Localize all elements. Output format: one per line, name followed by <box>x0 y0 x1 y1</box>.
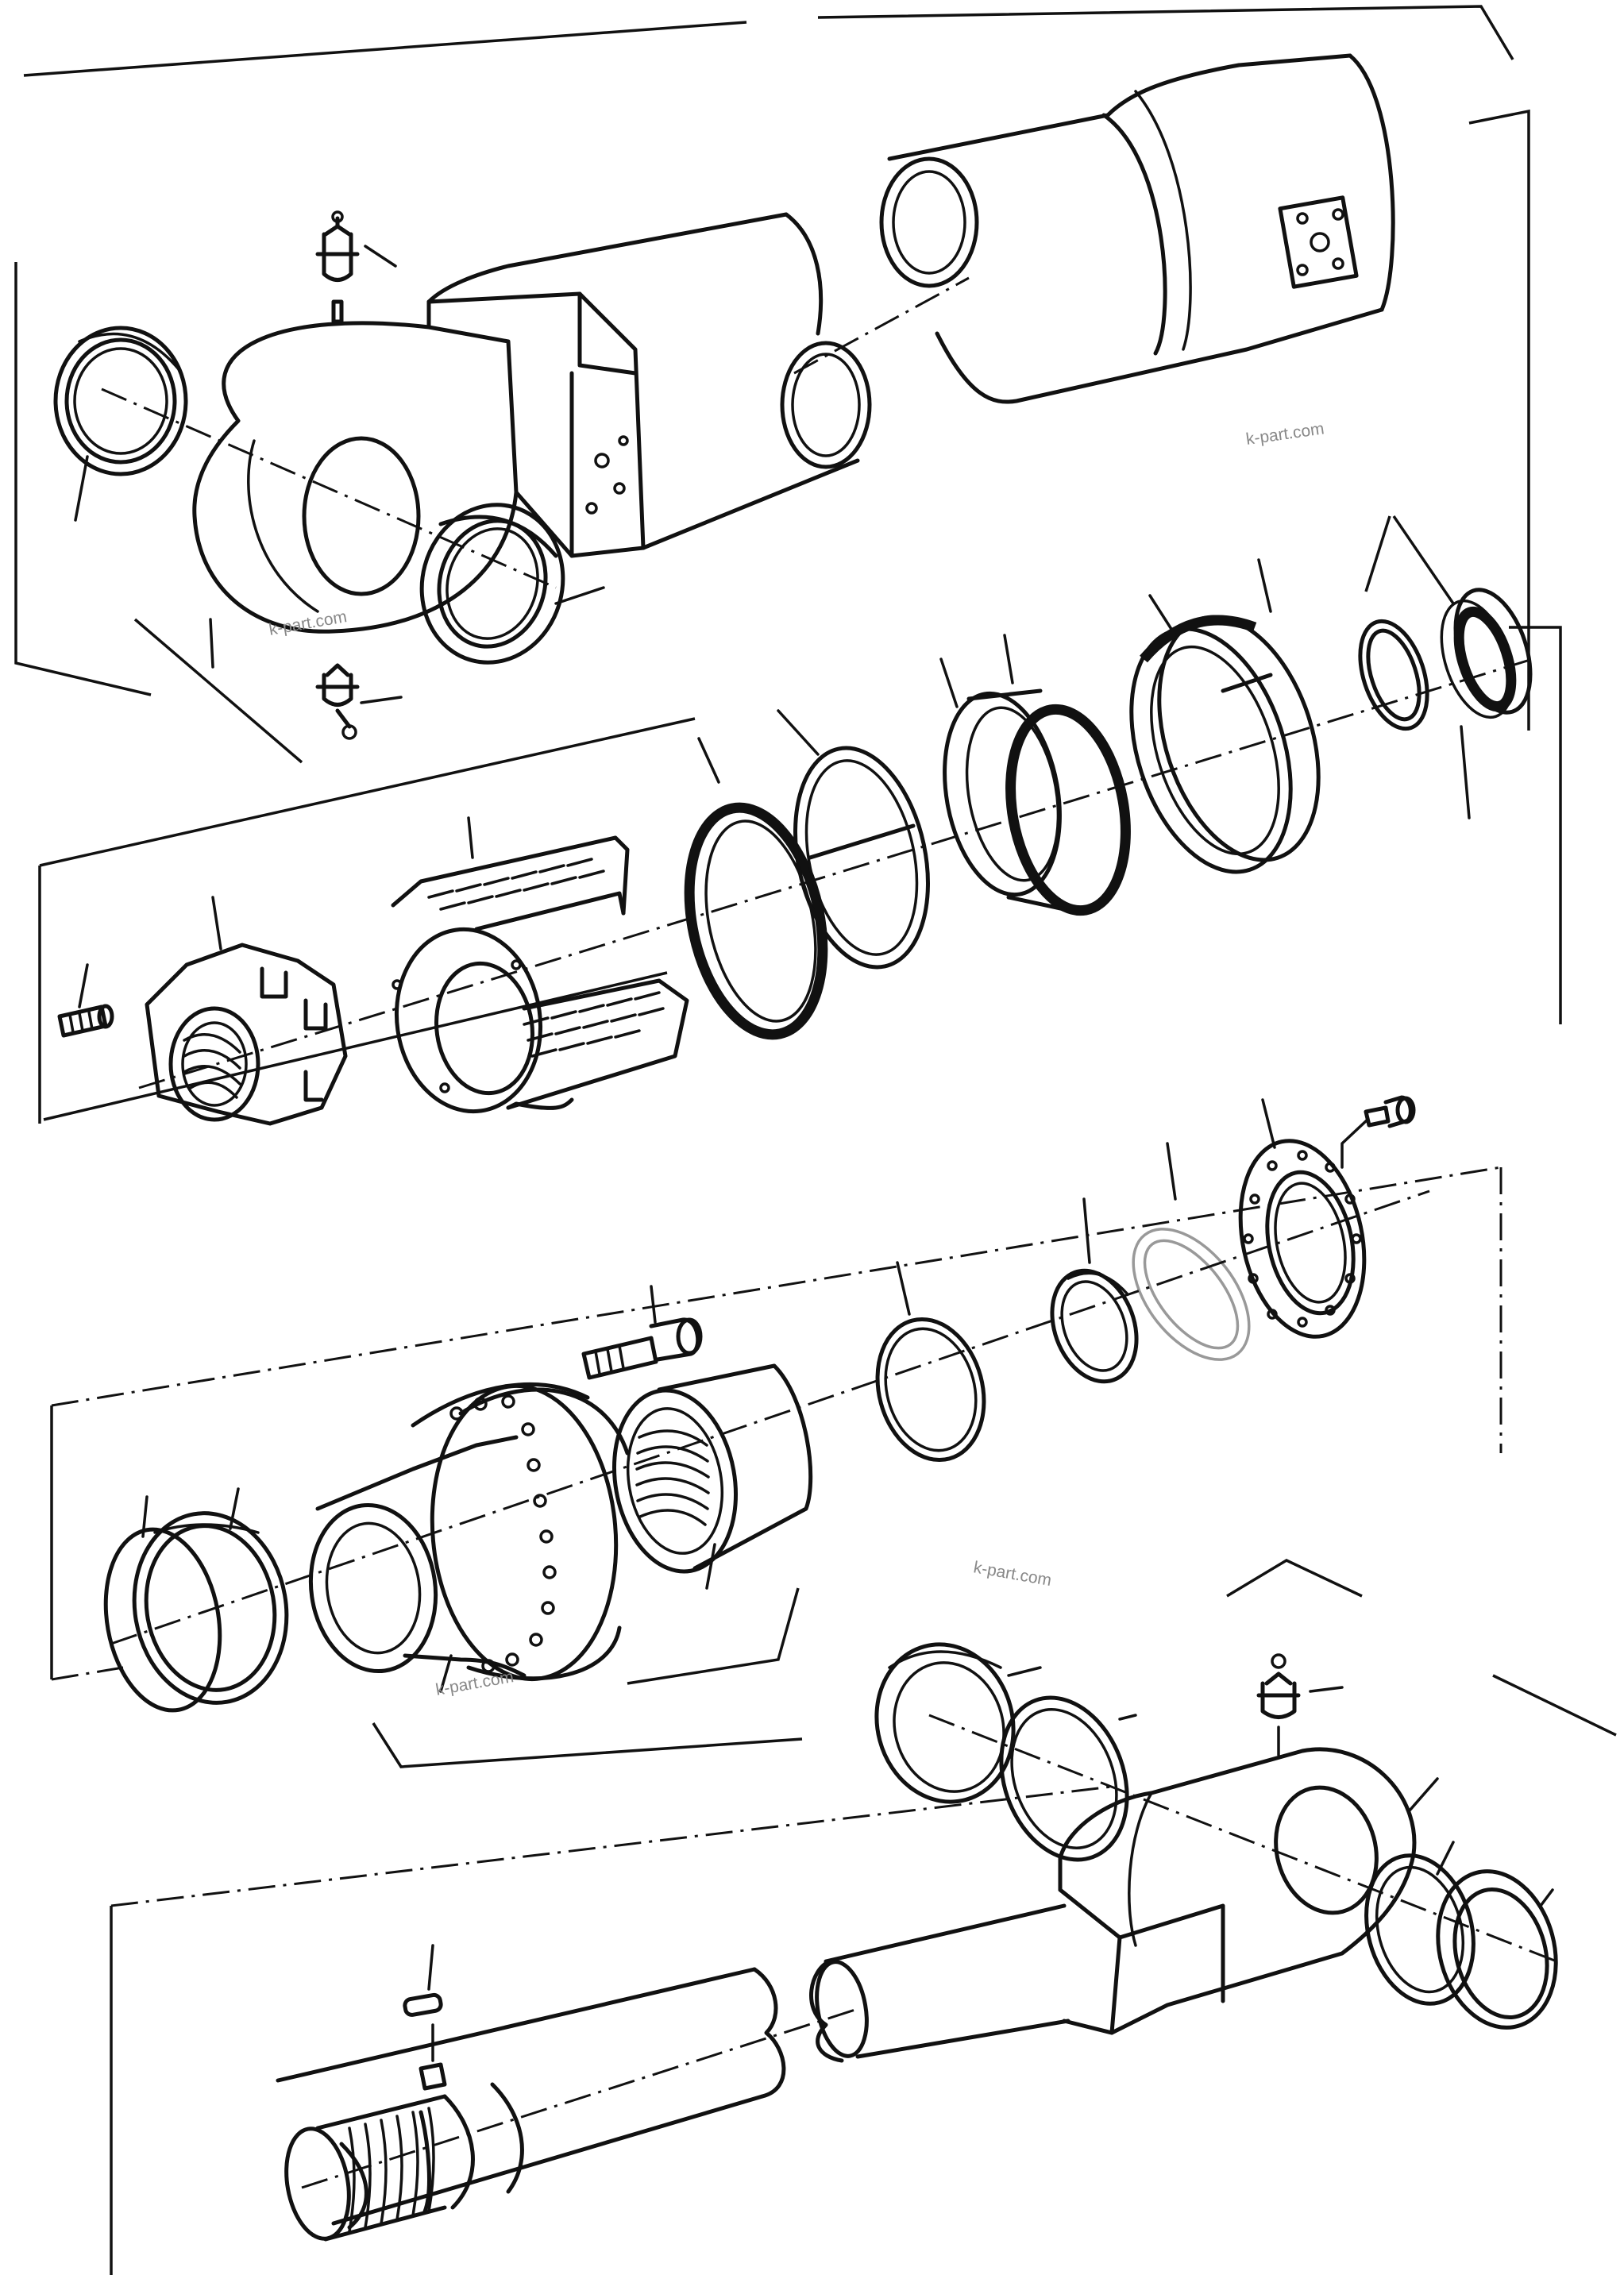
rod-wiper-ring-upper[interactable] <box>859 1629 1042 1817</box>
rod-eye-clevis[interactable] <box>1058 1747 1455 2035</box>
head-retaining-flange[interactable] <box>1224 1098 1382 1348</box>
barrel-end-cap[interactable] <box>879 53 1395 404</box>
piston-castle-nut[interactable] <box>145 896 348 1126</box>
piston-body[interactable] <box>385 816 689 1120</box>
piston-wear-rings[interactable] <box>1348 580 1544 819</box>
head-backup-ring[interactable] <box>862 1261 999 1472</box>
grease-nipple-bottom[interactable] <box>315 663 360 740</box>
watermark-3: k-part.com <box>972 1558 1053 1590</box>
barrel-leaders <box>74 245 605 704</box>
head-centerline <box>110 1190 1430 1645</box>
head-seal-rings-left[interactable] <box>92 1487 301 1719</box>
piston-rod[interactable] <box>276 1903 1070 2230</box>
rod-bushing-right[interactable] <box>1351 1843 1573 2041</box>
rod-seal-ring-upper[interactable] <box>980 1680 1149 1878</box>
rod-cotter-pin[interactable] <box>403 1944 447 2091</box>
group-frame-head <box>50 1166 1502 1768</box>
cylinder-head-body[interactable] <box>300 1378 630 1693</box>
head-wiper-ring[interactable] <box>1110 1142 1272 1381</box>
barrel-bushing-right[interactable] <box>404 489 581 679</box>
watermark-2: k-part.com <box>268 607 349 639</box>
piston-guide-band[interactable] <box>930 634 1140 920</box>
lock-screw-small[interactable] <box>57 963 114 1038</box>
group-frame-piston <box>38 515 1562 1124</box>
rod-grease-nipple[interactable] <box>1256 1653 1344 1756</box>
group-frame-barrel <box>14 5 1530 764</box>
watermark-1: k-part.com <box>1244 419 1325 449</box>
grease-nipple-top[interactable] <box>315 210 360 324</box>
head-rod-seal[interactable] <box>1037 1197 1151 1394</box>
head-threaded-bushing[interactable] <box>600 1363 813 1590</box>
rod-threaded-end[interactable] <box>278 2094 447 2244</box>
piston-ring-2-split[interactable] <box>777 709 947 980</box>
barrel-seal-ring-left[interactable] <box>53 326 188 476</box>
piston-centerline <box>138 657 1533 1089</box>
rod-centerline <box>301 1714 1557 2189</box>
flange-cap-screw[interactable] <box>1340 1095 1416 1169</box>
group-frame-rod <box>110 1559 1617 2275</box>
barrel-eye-clevis[interactable] <box>192 291 646 634</box>
piston-ring-1[interactable] <box>670 737 843 1047</box>
head-bolt[interactable] <box>581 1285 703 1380</box>
barrel-centerlines <box>101 276 970 589</box>
piston-main-seal[interactable] <box>1103 558 1348 893</box>
barrel-tube[interactable] <box>426 212 872 550</box>
